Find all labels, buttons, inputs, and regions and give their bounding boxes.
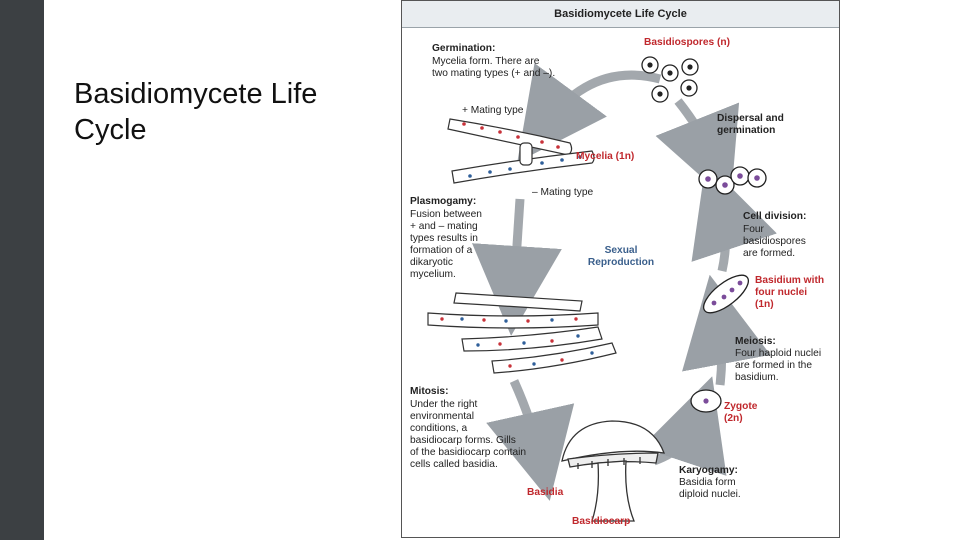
sexual-reproduction-line-2: Reproduction (587, 257, 655, 268)
basidiospores-label: Basidiospores (n) (644, 37, 731, 48)
arrow-spores-to-germination (517, 63, 662, 163)
life-cycle-artwork (427, 56, 777, 522)
arrow-dispersal-down (655, 98, 740, 203)
meiosis-text-1: Four haploid nuclei (735, 348, 822, 359)
mitosis-text-6: cells called basidia. (410, 459, 498, 470)
basidium-four-nuclei (703, 274, 749, 314)
dispersal-label-2: germination (717, 125, 776, 136)
meiosis-title: Meiosis: (735, 336, 776, 347)
arrow-karyogamy-up (641, 376, 727, 476)
plasmogamy-text-6: mycelium. (410, 269, 456, 280)
basidiocarp-label: Basidiocarp (572, 516, 631, 527)
basidiospores-cluster (641, 56, 699, 103)
dikaryotic-mycelia (427, 292, 617, 374)
arrow-plasmogamy-down (472, 198, 562, 336)
basidium-four-label-3: (1n) (755, 299, 774, 310)
karyogamy-text-1: Basidia form (679, 477, 736, 488)
plasmogamy-text-1: Fusion between (410, 209, 482, 220)
zygote-label-1: Zygote (724, 401, 758, 412)
mitosis-text-5: of the basidiocarp contain (410, 447, 527, 458)
plus-mating-label: + Mating type (462, 105, 524, 116)
basidium-four-label-2: four nuclei (755, 287, 808, 298)
meiosis-text-2: are formed in the (735, 360, 813, 371)
germination-text-1: Mycelia form. There are (432, 56, 540, 67)
sexual-reproduction-line-1: Sexual (604, 245, 638, 256)
mitosis-title: Mitosis: (410, 386, 449, 397)
germination-text-2: two mating types (+ and –). (432, 68, 556, 79)
arrow-mitosis-down (486, 379, 575, 501)
left-accent-bar (0, 0, 44, 540)
figure-header: Basidiomycete Life Cycle (402, 1, 839, 28)
mitosis-text-4: basidiocarp forms. Gills (410, 435, 516, 446)
minus-mating-label: – Mating type (532, 187, 594, 198)
plasmogamy-text-4: formation of a (410, 245, 473, 256)
plasmogamy-text-5: dikaryotic (410, 257, 454, 268)
arrow-division-up (691, 162, 777, 272)
zygote-label-2: (2n) (724, 413, 743, 424)
top-mycelia (447, 118, 595, 184)
plasmogamy-text-3: types results in (410, 233, 478, 244)
cell-division-text-3: are formed. (743, 248, 796, 259)
dispersed-spores (698, 166, 767, 195)
slide-title: Basidiomycete Life Cycle (74, 78, 318, 146)
karyogamy-text-2: diploid nuclei. (679, 489, 741, 500)
basidium-four-label-1: Basidium with (755, 275, 825, 286)
plasmogamy-title: Plasmogamy: (410, 196, 477, 207)
karyogamy-title: Karyogamy: (679, 465, 738, 476)
basidia-label: Basidia (527, 487, 564, 498)
life-cycle-figure: Basidiomycete Life Cycle (401, 0, 840, 538)
mitosis-text-1: Under the right (410, 399, 478, 410)
arrow-meiosis-up (682, 274, 771, 386)
mitosis-text-2: environmental (410, 411, 474, 422)
cell-division-title: Cell division: (743, 211, 807, 222)
zygote-cell (690, 389, 722, 413)
cell-division-text-1: Four (743, 224, 764, 235)
mitosis-text-3: conditions, a (410, 423, 468, 434)
cell-division-text-2: basidiospores (743, 236, 806, 247)
germination-title: Germination: (432, 43, 496, 54)
basidiocarp-mushroom (561, 420, 665, 522)
mycelia-label: Mycelia (1n) (576, 151, 635, 162)
dispersal-label-1: Dispersal and (717, 113, 784, 124)
meiosis-text-3: basidium. (735, 372, 779, 383)
plasmogamy-text-2: + and – mating (410, 221, 478, 232)
